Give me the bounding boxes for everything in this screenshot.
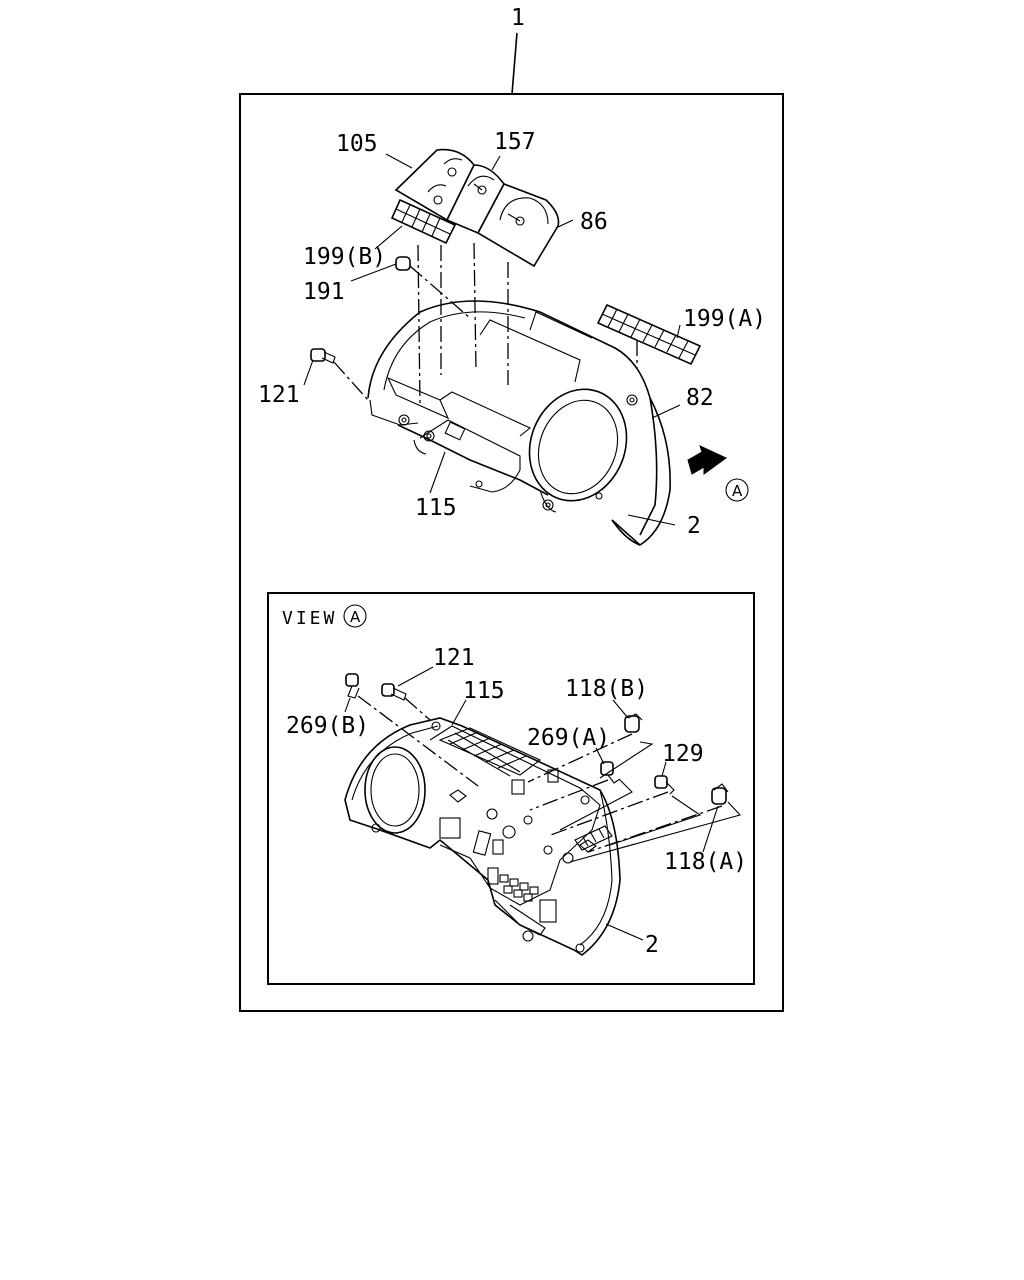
view-a-title: VIEW A [282,604,367,629]
view-a-frame [267,592,755,985]
view-title: VIEW [282,608,337,629]
callout-157: 157 [494,129,536,155]
view-title-marker: A [350,608,361,626]
tachometer-opening [528,388,628,502]
meter-cluster-exploded: A 105 157 86 199(B) 191 199(A) 121 82 11… [258,129,766,546]
bulb-191 [395,256,471,319]
view-callout-118a: 118(A) [664,849,747,875]
bulb-118b [624,713,643,733]
bulb-129 [654,775,675,795]
view-callout-269a: 269(A) [527,725,610,751]
callout-199b: 199(B) [303,244,386,270]
view-callout-2: 2 [645,932,659,958]
view-callout-115: 115 [463,678,505,704]
callout-199a: 199(A) [683,306,766,332]
circuit-board-115 [397,419,557,513]
bulb-269a [600,761,621,784]
view-callout-269b: 269(B) [286,713,369,739]
callout-86: 86 [580,209,608,235]
screw-269b [345,673,479,787]
callout-2: 2 [687,513,701,539]
view-marker-letter: A [732,482,743,500]
bulb-118a [711,783,729,805]
screw-121 [310,348,369,401]
view-callout-129: 129 [662,741,704,767]
screw-121-rear [381,683,431,721]
view-callout-121: 121 [433,645,475,671]
assembly-number-label: 1 [511,5,525,31]
rear-view-assembly [344,717,621,956]
callout-191: 191 [303,279,345,305]
indicator-strip-199b [390,198,457,245]
view-callout-118b: 118(B) [565,676,648,702]
gauge-86 [476,183,560,268]
outer-frame [239,93,784,1012]
callout-115: 115 [415,495,457,521]
view-direction-arrow [687,445,727,475]
callout-82: 82 [686,385,714,411]
callout-105: 105 [336,131,378,157]
connector-block [487,867,539,902]
mounting-tabs [398,394,638,511]
indicator-strip-199a [596,303,702,366]
meter-case-82 [367,300,671,546]
callout-121: 121 [258,382,300,408]
view-marker-circle: A [725,478,749,502]
board-grid [438,727,542,777]
